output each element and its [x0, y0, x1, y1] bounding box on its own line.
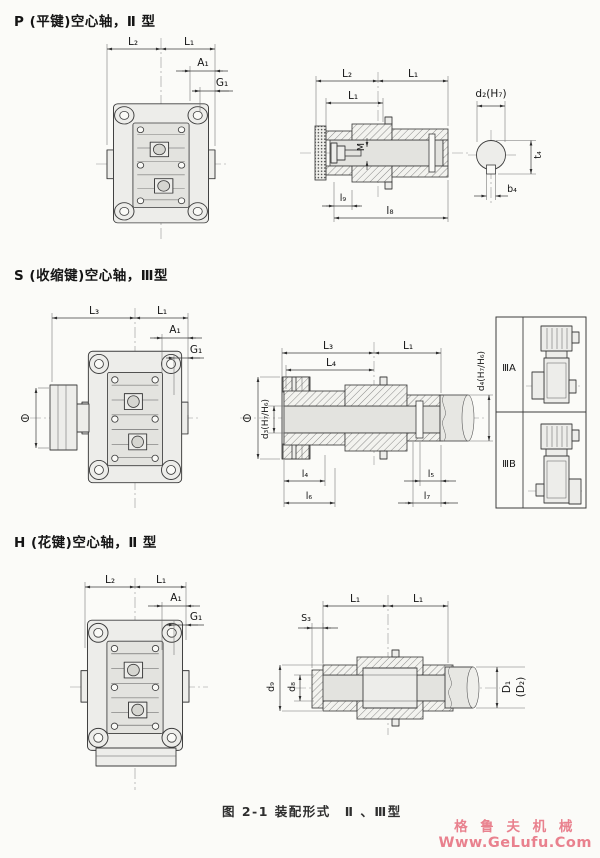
dim-label-G1: G₁: [216, 77, 228, 89]
h-front-view: [70, 578, 208, 790]
dim-label-A1: A₁: [197, 57, 208, 69]
label-IIIA: ⅢA: [502, 363, 516, 374]
watermark: 格 鲁 夫 机 械 Www.GeLufu.Com: [438, 818, 592, 852]
dim-label-theta-section: ⊖: [242, 411, 252, 425]
p-front-view: [96, 38, 227, 240]
dim-label-D2: (D₂): [515, 677, 527, 698]
dim-label-L1: L₁: [157, 305, 167, 317]
s-shaft-dimensions: L₃ L₁ L₄ ⊖ d₃(H₇/H₆) d₄(H₇/H₆): [242, 340, 493, 507]
dim-label-A1: A₁: [169, 324, 180, 336]
dim-label-L2: L₂: [128, 36, 138, 48]
dim-label-d3: d₃(H₇/H₆): [261, 399, 271, 439]
s-motor-icon-IIIB: [528, 423, 585, 505]
dim-label-d8: d₈: [287, 682, 298, 692]
watermark-brand: 格 鲁 夫 机 械: [454, 818, 577, 835]
section-h-drawings: L₂ L₁ A₁ G₁: [70, 574, 527, 790]
dim-label-L2: L₂: [105, 574, 115, 586]
dim-label-S3: S₃: [301, 613, 311, 624]
dim-label-G1: G₁: [190, 611, 202, 623]
dim-label-L1-section: L₁: [403, 340, 413, 352]
dim-label-L2-section: L₂: [342, 68, 352, 80]
section-s-drawings: ⊖ L₃ L₁ A₁ G₁: [20, 305, 587, 509]
dim-label-l8: l₈: [386, 205, 393, 217]
dim-label-L1-left: L₁: [350, 593, 360, 605]
dim-label-d4: d₄(H₇/H₆): [477, 351, 487, 391]
dim-label-L3: L₃: [89, 305, 99, 317]
dim-label-M: M: [356, 143, 367, 151]
dim-label-G1: G₁: [190, 344, 202, 356]
p-shaft-dimensions: L₂ L₁ L₁ l₉ l₈: [315, 68, 449, 222]
s-shaft-section-view: [240, 342, 485, 465]
section-p-title: P (平键)空心轴，Ⅱ 型: [14, 14, 156, 30]
p-shaft-section-view: M: [300, 72, 470, 200]
dim-label-L1-inner: L₁: [348, 90, 358, 102]
section-s-title: S (收缩键)空心轴，Ⅲ型: [14, 268, 169, 284]
dim-label-l4: l₄: [302, 469, 309, 480]
dim-label-l7: l₇: [424, 491, 431, 502]
dim-label-d2: d₂(H₇): [475, 88, 506, 100]
dim-label-D1: D₁: [501, 681, 513, 693]
dim-label-d9: d₉: [266, 682, 277, 692]
s-mounting-panel: ⅢA ⅢB: [495, 316, 587, 509]
p-front-dimensions: L₂ L₁ A₁ G₁: [106, 36, 233, 146]
h-front-dimensions: L₂ L₁ A₁ G₁: [84, 574, 204, 655]
dim-label-b4: b₄: [507, 184, 517, 195]
dim-label-L1-right: L₁: [413, 593, 423, 605]
dim-label-L4: L₄: [326, 357, 336, 369]
dim-label-l5: l₅: [428, 469, 435, 480]
dim-label-l6: l₆: [306, 491, 313, 502]
s-front-view: ⊖: [20, 308, 200, 508]
dim-label-A1: A₁: [170, 592, 181, 604]
h-shaft-section-view: [295, 595, 500, 735]
dim-label-t4: t₄: [533, 151, 544, 159]
section-p-drawings: L₂ L₁ A₁ G₁: [96, 36, 544, 240]
figure-caption: 图 2-1 装配形式 Ⅱ 、Ⅲ型: [222, 804, 402, 819]
watermark-url: Www.GeLufu.Com: [438, 835, 592, 852]
s-motor-icon-IIIA: [526, 325, 583, 404]
s-front-dimensions: L₃ L₁ A₁ G₁: [51, 305, 204, 415]
dim-label-L1: L₁: [156, 574, 166, 586]
dim-label-L1: L₁: [184, 36, 194, 48]
dim-label-l9: l₉: [340, 193, 347, 204]
dim-label-theta-front: ⊖: [20, 411, 30, 425]
p-key-detail: d₂(H₇) t₄ b₄: [468, 88, 544, 205]
section-h-title: H (花键)空心轴，Ⅱ 型: [14, 535, 157, 551]
dim-label-L1-section: L₁: [408, 68, 418, 80]
dim-label-L3-section: L₃: [323, 340, 333, 352]
label-IIIB: ⅢB: [502, 459, 516, 470]
h-shaft-dimensions: L₁ L₁ S₃ d₉ d₈ D₁ (D₂): [266, 593, 527, 712]
